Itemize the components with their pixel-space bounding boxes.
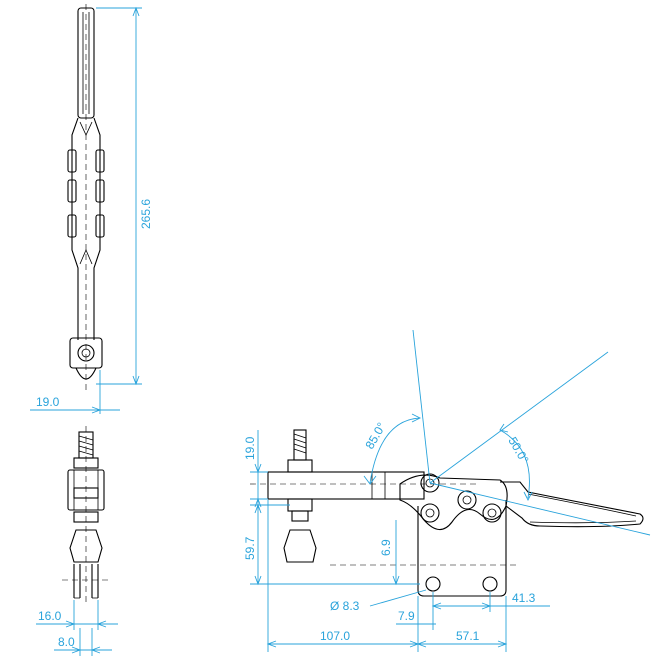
pivot-pin-icon [420,473,440,493]
dim-overall-length: 107.0 [266,500,420,652]
end-rubber-tip [69,529,103,563]
dim-label-hole: Ø 8.3 [330,599,360,613]
mount-hole-right-icon [482,576,498,592]
top-view [67,4,105,392]
mount-hole-left-icon [425,576,441,592]
dim-label-59: 59.7 [243,536,257,560]
dim-base-pivot: 57.1 [416,596,508,652]
top-clamp-end [69,337,103,369]
dim-width-top: 19.0 [30,370,120,414]
dim-handle-height: 265.6 [96,6,153,386]
dim-open-angle: 85.0° [362,329,431,485]
dim-label-41: 41.3 [512,591,536,605]
side-linkage [399,474,508,531]
dim-hole-diameter: Ø 8.3 [330,589,427,613]
dim-label-8: 8.0 [58,635,75,649]
dim-hole-edge: 7.9 [396,592,436,630]
dim-label-107: 107.0 [320,629,350,643]
dim-arm-thickness: 19.0 [243,430,268,510]
side-rubber-tip [283,529,317,563]
dim-label-85: 85.0° [362,420,388,452]
side-arm-bar [267,471,425,500]
dim-label-50: 50.0° [505,435,531,467]
dim-base-height: 59.7 [243,503,420,586]
dim-label-6-9: 6.9 [379,539,393,556]
side-handle-lever [500,481,644,528]
side-view [250,429,644,597]
side-base [417,500,507,597]
dim-label-7-9: 7.9 [398,609,415,623]
dim-slot-width: 8.0 [54,628,112,656]
dim-spindle-offset: 6.9 [379,520,400,586]
dim-spindle-width: 16.0 [36,600,118,630]
dim-label-265: 265.6 [139,199,153,229]
end-view [62,426,110,606]
dim-label-19-side: 19.0 [243,436,257,460]
handle-body [71,117,101,340]
dim-label-57: 57.1 [456,629,480,643]
dim-hole-spacing: 41.3 [431,591,550,612]
dim-label-16: 16.0 [38,609,62,623]
dim-label-19-top: 19.0 [36,395,60,409]
